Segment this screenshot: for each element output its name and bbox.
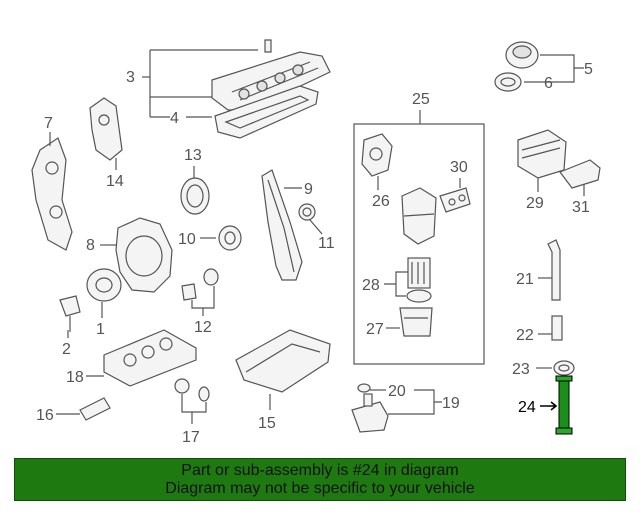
callout-3: 3 (126, 69, 135, 86)
callout-6: 6 (544, 75, 553, 92)
callout-25: 25 (412, 91, 430, 108)
callout-1: 1 (96, 321, 105, 338)
part-29-oil-cooler[interactable] (517, 129, 567, 179)
callout-14: 14 (106, 173, 124, 190)
part-filter-housing-body[interactable] (401, 187, 437, 245)
part-16-sealant[interactable] (79, 397, 111, 421)
part-7-timing-cover[interactable] (31, 137, 73, 251)
callout-26: 26 (372, 193, 390, 210)
banner-line-disclaimer: Diagram may not be specific to your vehi… (165, 479, 475, 497)
callout-12: 12 (194, 319, 212, 336)
info-banner: Part or sub-assembly is #24 in diagram D… (14, 458, 626, 501)
callout-30: 30 (450, 159, 468, 176)
part-9-drive-belt[interactable] (261, 169, 303, 281)
part-12-fasteners[interactable] (181, 268, 219, 301)
callout-16: 16 (36, 407, 54, 424)
part-20-o-ring[interactable] (357, 383, 371, 393)
callout-21: 21 (516, 271, 534, 288)
part-23-o-ring[interactable] (553, 360, 575, 376)
callout-18: 18 (66, 369, 84, 386)
part-13-sprocket[interactable] (180, 177, 210, 215)
part-22-seal[interactable] (551, 315, 563, 341)
part-28-oil-filter-element[interactable] (406, 257, 432, 303)
part-14-upper-timing-cover[interactable] (89, 97, 123, 161)
callout-19: 19 (442, 395, 460, 412)
callout-17: 17 (182, 429, 200, 446)
part-19-oil-pump[interactable] (351, 393, 389, 433)
part-1-crank-pulley[interactable] (86, 268, 122, 302)
callout-4: 4 (170, 110, 179, 127)
part-17-drain-plug[interactable] (174, 378, 210, 402)
part-18-head-gasket[interactable] (103, 329, 197, 387)
part-5-oil-filler-cap[interactable] (505, 41, 539, 69)
part-11-idler[interactable] (298, 203, 316, 221)
part-6-cap-seal[interactable] (494, 72, 522, 92)
callout-7: 7 (44, 115, 53, 132)
part-21-dipstick-tube[interactable] (547, 239, 561, 301)
callout-2: 2 (62, 341, 71, 358)
callout-27: 27 (366, 321, 384, 338)
part-27-filter-cap[interactable] (399, 307, 433, 337)
callout-22: 22 (516, 327, 534, 344)
callout-13: 13 (184, 147, 202, 164)
parts-diagram: 3 4 5 6 7 14 13 8 9 (31, 39, 601, 446)
callout-15: 15 (258, 415, 276, 432)
callout-24: 24 (518, 399, 536, 416)
callout-9: 9 (304, 181, 313, 198)
part-8-engine-plate[interactable] (115, 217, 173, 293)
callout-31: 31 (572, 199, 590, 216)
callout-5: 5 (584, 61, 593, 78)
callout-8: 8 (86, 237, 95, 254)
part-30-gasket[interactable] (439, 187, 471, 213)
part-15-oil-pan[interactable] (235, 329, 331, 393)
callout-28: 28 (362, 277, 380, 294)
callout-20: 20 (388, 383, 406, 400)
part-26-oil-filter-housing[interactable] (361, 133, 393, 177)
callout-11: 11 (318, 235, 335, 252)
part-4-valve-cover-gasket[interactable] (214, 85, 319, 139)
part-2-bolt[interactable] (59, 295, 81, 332)
callout-10: 10 (178, 231, 196, 248)
part-3-valve-cover[interactable] (211, 39, 331, 111)
part-24-dipstick-highlighted[interactable] (555, 375, 573, 435)
part-10-pulley[interactable] (218, 225, 242, 251)
part-31-bracket[interactable] (559, 159, 601, 189)
callout-29: 29 (526, 195, 544, 212)
callout-23: 23 (512, 361, 530, 378)
banner-line-part-info: Part or sub-assembly is #24 in diagram (181, 461, 459, 479)
